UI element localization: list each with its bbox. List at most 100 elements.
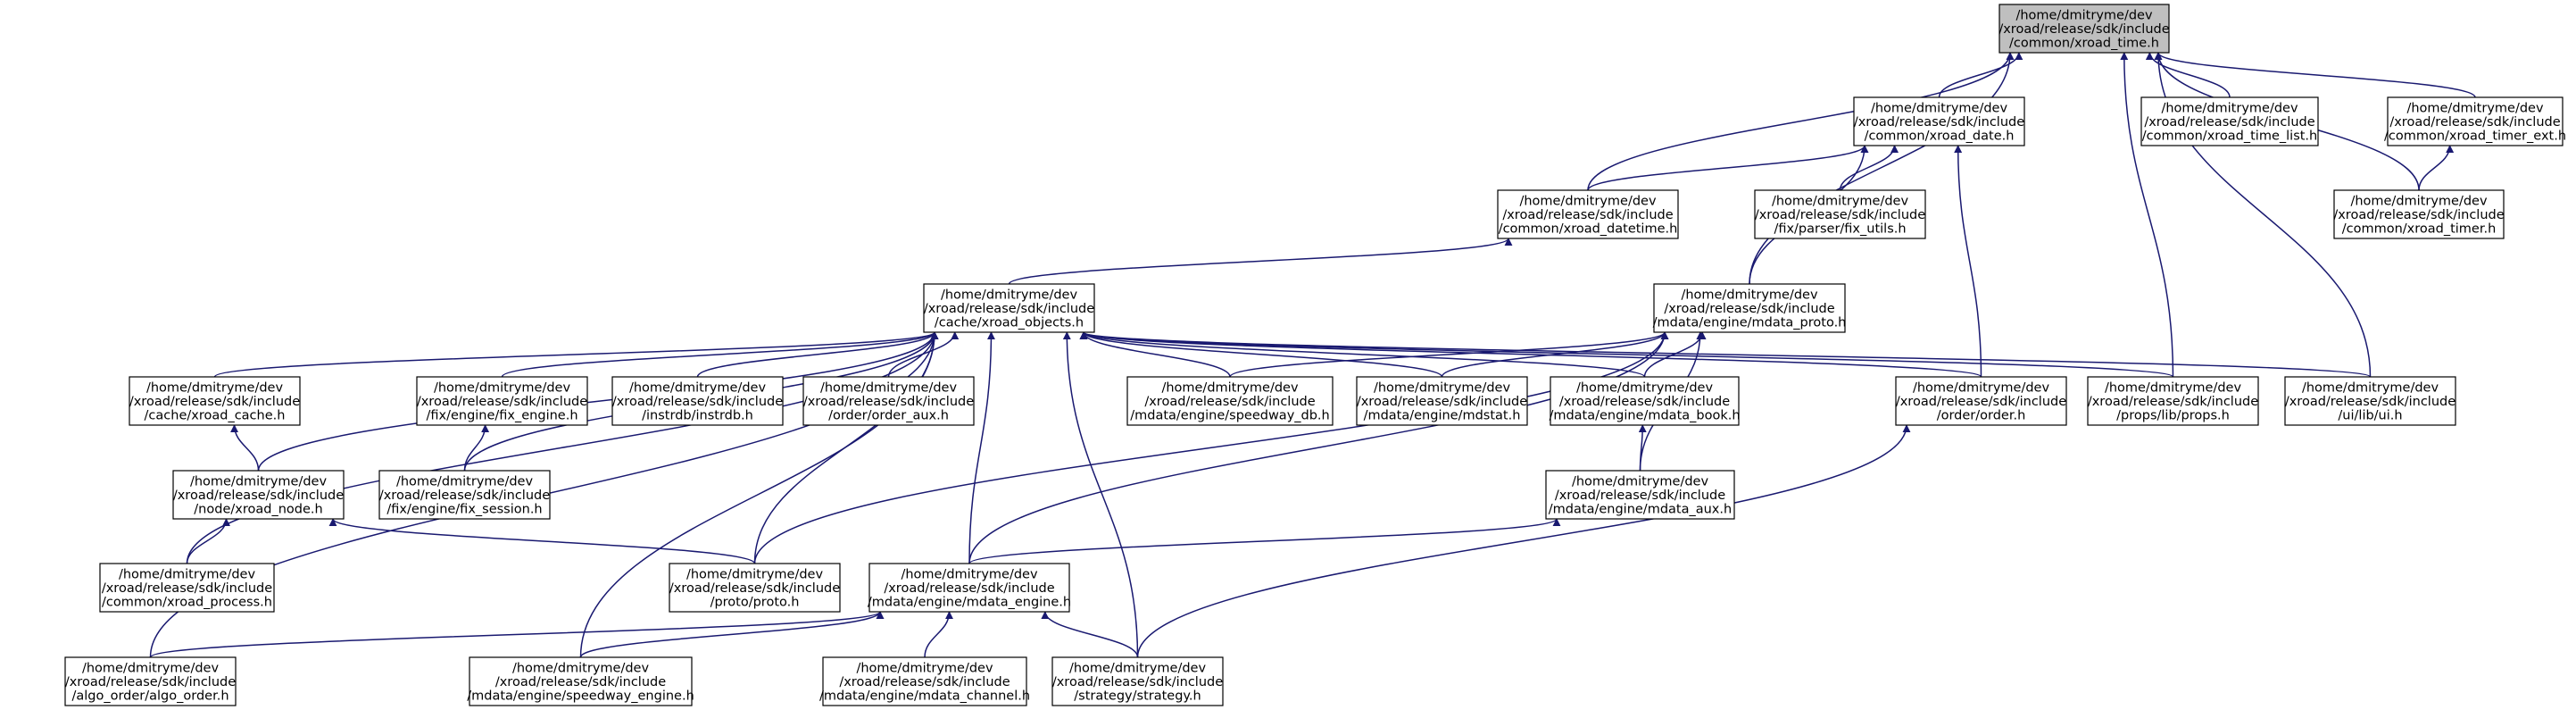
node-speedway-db[interactable]: /home/dmitryme/dev/xroad/release/sdk/inc…	[1126, 376, 1334, 426]
node-label-line: /home/dmitryme/dev	[629, 381, 767, 396]
node-label-line: /fix/parser/fix_utils.h	[1774, 222, 1906, 237]
edge-mdstat-to-mdata_proto	[1441, 331, 1669, 378]
node-xroad-objects[interactable]: /home/dmitryme/dev/xroad/release/sdk/inc…	[923, 283, 1095, 333]
node-box	[378, 470, 551, 520]
node-box	[822, 656, 1027, 706]
node-label-line: /props/lib/props.h	[2116, 409, 2230, 423]
edge-strategy-to-mdata_engine	[1041, 611, 1139, 658]
node-label-line: /proto/proto.h	[710, 596, 800, 610]
node-label-line: /home/dmitryme/dev	[119, 568, 256, 582]
node-proto[interactable]: /home/dmitryme/dev/xroad/release/sdk/inc…	[669, 563, 841, 613]
edge-mdstat-to-xroad_objects	[1079, 331, 1443, 378]
edge-algo_order-to-mdata_engine	[149, 611, 885, 658]
node-label-line: /mdata/engine/mdata_aux.h	[1549, 503, 1732, 517]
edge-fix_engine-to-xroad_objects	[501, 331, 939, 378]
node-xroad-datetime[interactable]: /home/dmitryme/dev/xroad/release/sdk/inc…	[1497, 189, 1679, 239]
node-xroad-time[interactable]: /home/dmitryme/dev/xroad/release/sdk/inc…	[1998, 4, 2170, 54]
node-label-line: /mdata/engine/mdata_engine.h	[868, 596, 1071, 610]
edge-mdata_engine-to-xroad_objects	[968, 331, 995, 564]
node-ui[interactable]: /home/dmitryme/dev/xroad/release/sdk/inc…	[2284, 376, 2456, 426]
node-xroad-node[interactable]: /home/dmitryme/dev/xroad/release/sdk/inc…	[172, 470, 345, 520]
edge-order-to-xroad_date	[1954, 145, 1982, 378]
node-label-line: /xroad/release/sdk/include	[2285, 395, 2456, 409]
node-label-line: /mdata/engine/speedway_db.h	[1130, 409, 1329, 423]
edge-xroad_node-to-xroad_cache	[230, 424, 260, 472]
node-label-line: /common/xroad_time.h	[2009, 37, 2159, 51]
node-label-line: /mdata/engine/mdata_proto.h	[1653, 316, 1847, 330]
node-box	[2140, 96, 2319, 146]
node-mdata-channel[interactable]: /home/dmitryme/dev/xroad/release/sdk/inc…	[819, 656, 1030, 706]
node-label-line: /common/xroad_timer.h	[2342, 222, 2497, 237]
node-box	[1853, 96, 2025, 146]
node-label-line: /common/xroad_datetime.h	[1499, 222, 1678, 237]
node-xroad-timer-ext[interactable]: /home/dmitryme/dev/xroad/release/sdk/inc…	[2384, 96, 2566, 146]
node-props[interactable]: /home/dmitryme/dev/xroad/release/sdk/inc…	[2087, 376, 2259, 426]
node-fix-utils[interactable]: /home/dmitryme/dev/xroad/release/sdk/inc…	[1754, 189, 1926, 239]
node-label-line: /home/dmitryme/dev	[1681, 288, 1818, 303]
node-box	[129, 376, 301, 426]
node-box	[1895, 376, 2067, 426]
edge-xroad_time_list-to-xroad_time	[2145, 52, 2231, 98]
node-label-line: /xroad/release/sdk/include	[803, 395, 974, 409]
nodes-layer: /home/dmitryme/dev/xroad/release/sdk/inc…	[64, 4, 2566, 706]
edge-xroad_node-to-xroad_objects	[257, 331, 939, 472]
node-label-line: /xroad/release/sdk/include	[129, 395, 300, 409]
node-mdata-book[interactable]: /home/dmitryme/dev/xroad/release/sdk/inc…	[1549, 376, 1741, 426]
edge-xroad_process-to-xroad_node	[186, 518, 230, 564]
node-label-line: /home/dmitryme/dev	[1519, 195, 1657, 209]
node-label-line: /xroad/release/sdk/include	[1144, 395, 1315, 409]
node-label-line: /common/xroad_process.h	[102, 596, 272, 610]
node-label-line: /home/dmitryme/dev	[941, 288, 1078, 303]
node-mdstat[interactable]: /home/dmitryme/dev/xroad/release/sdk/inc…	[1356, 376, 1528, 426]
node-xroad-cache[interactable]: /home/dmitryme/dev/xroad/release/sdk/inc…	[129, 376, 301, 426]
node-mdata-proto[interactable]: /home/dmitryme/dev/xroad/release/sdk/inc…	[1653, 283, 1847, 333]
node-label-line: /xroad/release/sdk/include	[495, 675, 666, 689]
node-box	[469, 656, 693, 706]
node-label-line: /node/xroad_node.h	[194, 503, 322, 517]
edge-xroad_objects-to-xroad_datetime	[1008, 238, 1513, 285]
node-xroad-timer[interactable]: /home/dmitryme/dev/xroad/release/sdk/inc…	[2333, 189, 2505, 239]
node-label-line: /home/dmitryme/dev	[2406, 102, 2544, 116]
node-instrdb[interactable]: /home/dmitryme/dev/xroad/release/sdk/inc…	[611, 376, 784, 426]
node-label-line: /xroad/release/sdk/include	[839, 675, 1010, 689]
edge-xroad_datetime-to-xroad_time	[1587, 52, 2015, 191]
node-label-line: /xroad/release/sdk/include	[1052, 675, 1223, 689]
node-box	[1754, 189, 1926, 239]
node-mdata-aux[interactable]: /home/dmitryme/dev/xroad/release/sdk/inc…	[1545, 470, 1735, 520]
node-label-line: /home/dmitryme/dev	[1069, 662, 1207, 676]
node-mdata-engine[interactable]: /home/dmitryme/dev/xroad/release/sdk/inc…	[868, 563, 1071, 613]
node-label-line: /common/xroad_date.h	[1865, 129, 2015, 144]
node-fix-session[interactable]: /home/dmitryme/dev/xroad/release/sdk/inc…	[378, 470, 551, 520]
node-xroad-process[interactable]: /home/dmitryme/dev/xroad/release/sdk/inc…	[99, 563, 275, 613]
node-box	[1550, 376, 1740, 426]
edge-mdata_engine-to-mdata_proto	[968, 331, 1669, 564]
node-box	[1998, 4, 2170, 54]
node-speedway-engine[interactable]: /home/dmitryme/dev/xroad/release/sdk/inc…	[467, 656, 694, 706]
node-label-line: /home/dmitryme/dev	[1576, 381, 1714, 396]
edge-mdata_channel-to-mdata_engine	[924, 611, 953, 658]
node-label-line: /xroad/release/sdk/include	[1755, 208, 1925, 222]
node-label-line: /home/dmitryme/dev	[1772, 195, 1909, 209]
edge-fix_utils-to-xroad_date	[1839, 145, 1899, 191]
node-fix-engine[interactable]: /home/dmitryme/dev/xroad/release/sdk/inc…	[416, 376, 588, 426]
edge-mdata_book-to-xroad_objects	[1079, 331, 1646, 378]
node-order[interactable]: /home/dmitryme/dev/xroad/release/sdk/inc…	[1895, 376, 2067, 426]
node-algo-order[interactable]: /home/dmitryme/dev/xroad/release/sdk/inc…	[64, 656, 237, 706]
node-xroad-time-list[interactable]: /home/dmitryme/dev/xroad/release/sdk/inc…	[2140, 96, 2319, 146]
node-xroad-date[interactable]: /home/dmitryme/dev/xroad/release/sdk/inc…	[1853, 96, 2025, 146]
node-label-line: /xroad/release/sdk/include	[102, 581, 272, 596]
node-label-line: /home/dmitryme/dev	[820, 381, 958, 396]
node-label-line: /algo_order/algo_order.h	[71, 689, 229, 704]
node-label-line: /strategy/strategy.h	[1074, 689, 1201, 704]
edge-props-to-xroad_time	[2120, 52, 2174, 378]
node-label-line: /common/xroad_time_list.h	[2142, 129, 2317, 144]
node-label-line: /common/xroad_timer_ext.h	[2384, 129, 2566, 144]
node-box	[416, 376, 588, 426]
node-label-line: /xroad/release/sdk/include	[1502, 208, 1673, 222]
node-label-line: /fix/engine/fix_engine.h	[426, 409, 578, 423]
node-label-line: /home/dmitryme/dev	[686, 568, 824, 582]
node-order-aux[interactable]: /home/dmitryme/dev/xroad/release/sdk/inc…	[802, 376, 975, 426]
node-box	[611, 376, 784, 426]
node-label-line: /order/order_aux.h	[828, 409, 949, 423]
node-strategy[interactable]: /home/dmitryme/dev/xroad/release/sdk/inc…	[1051, 656, 1224, 706]
